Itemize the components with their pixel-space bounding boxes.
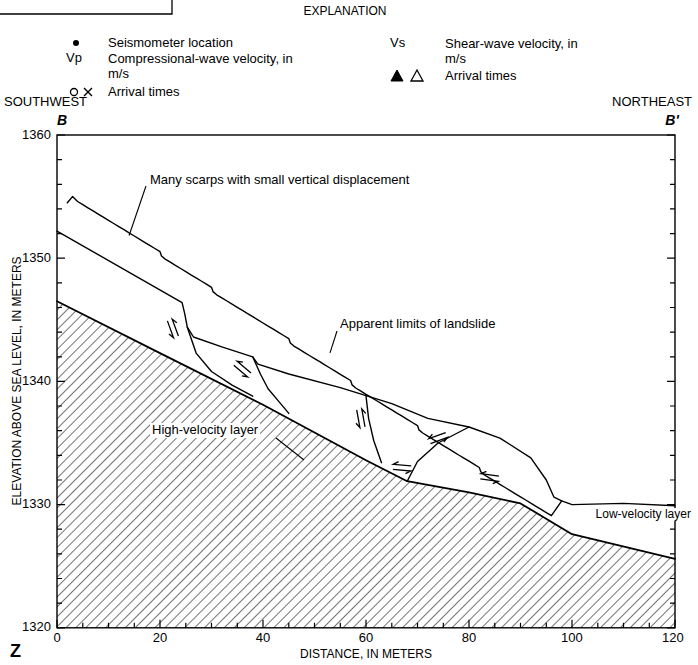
slip-surface [187, 327, 252, 396]
axis-tick-label: 80 [462, 631, 476, 646]
high-velocity-hatching [57, 301, 675, 628]
leader-line [330, 331, 337, 353]
shear-arrow [481, 471, 499, 476]
axis-tick-label: 40 [256, 631, 270, 646]
annotation: Many scarps with small vertical displace… [150, 173, 409, 188]
leader-line [276, 438, 304, 460]
leader-line [129, 186, 146, 236]
legend-text: Seismometer location [108, 36, 233, 51]
slip-surface [253, 357, 289, 414]
axis-title: ELEVATION ABOVE SEA LEVEL, IN METERS [10, 257, 24, 506]
legend-text: Arrival times [108, 85, 180, 100]
axis-tick-label: 20 [153, 631, 167, 646]
legend-heading: EXPLANATION [303, 5, 386, 19]
annotation: Apparent limits of landslide [340, 317, 495, 332]
slip-surface [366, 396, 382, 463]
ground-surface [67, 197, 675, 516]
layer-label: High-velocity layer [150, 423, 260, 438]
shear-arrow [480, 479, 498, 484]
slip-surface [407, 427, 469, 481]
shear-arrow [429, 433, 446, 439]
shear-arrow [362, 409, 366, 427]
cropped-frame [0, 0, 172, 14]
symbol-label: Vp [66, 51, 82, 66]
section-end-label: B [57, 112, 67, 128]
shear-arrow [393, 462, 411, 466]
landslide-limit [57, 231, 562, 501]
axis-tick-label: 1320 [22, 620, 51, 635]
direction-label: SOUTHWEST [4, 95, 87, 110]
axis-tick-label: 1350 [22, 251, 51, 266]
shear-arrow [393, 469, 411, 473]
direction-label: NORTHEAST [612, 95, 692, 110]
axis-tick-label: 0 [53, 631, 60, 646]
shear-arrow [237, 361, 251, 373]
shear-arrow [167, 321, 173, 338]
axis-tick-label: 120 [662, 631, 684, 646]
axis-tick-label: 1360 [22, 128, 51, 143]
axis-tick-label: 1340 [22, 374, 51, 389]
layer-label: Low-velocity layer [594, 508, 693, 522]
axis-tick-label: 100 [561, 631, 583, 646]
symbol-label: Vs [390, 36, 405, 51]
legend-text: Compressional-wave velocity, in m/s [108, 51, 296, 81]
legend-text: Arrival times [445, 69, 517, 84]
axis-tick-label: 60 [359, 631, 373, 646]
plot-frame [57, 135, 675, 628]
legend-text: Shear-wave velocity, in m/s [445, 36, 583, 66]
axis-title: DISTANCE, IN METERS [300, 648, 432, 662]
shear-arrow [234, 365, 248, 377]
arrival-triangle-open [411, 70, 423, 81]
shear-arrow [172, 319, 178, 336]
axis-ticks [57, 135, 675, 628]
shear-arrow [356, 410, 360, 428]
axis-tick-label: 1330 [22, 497, 51, 512]
shear-arrow [431, 437, 448, 443]
high-velocity-boundary [57, 301, 675, 559]
arrival-triangle-filled [391, 70, 403, 81]
section-end-label: B' [665, 112, 678, 128]
figure-letter: Z [10, 641, 21, 662]
seismometer-dot [73, 40, 79, 46]
